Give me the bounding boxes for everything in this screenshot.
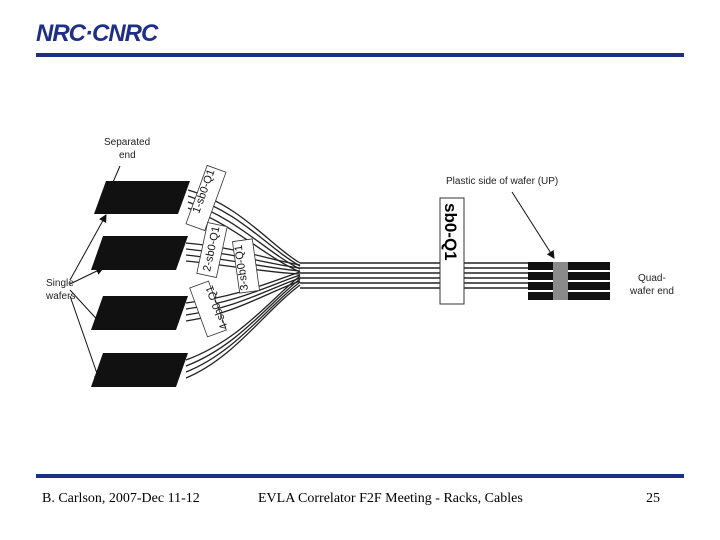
- wafer-tag-1: 1-sb0-Q1: [185, 164, 227, 232]
- wafer-tag-2: 2-sb0-Q1: [196, 222, 228, 278]
- cable-label-sleeve: [439, 197, 465, 305]
- annotation-arrows: [69, 165, 555, 383]
- quad-wafer-connector: [528, 262, 610, 300]
- quad-wafer-label-1: Quad-: [638, 273, 666, 284]
- single-wafers-label-1: Single: [46, 278, 74, 289]
- cable-label-text: sb0-Q1: [441, 203, 460, 261]
- quad-wafer-label-2: wafer end: [629, 286, 674, 297]
- wafer-tag-4: 4-sb0-Q1: [189, 280, 231, 338]
- separated-end-label-2: end: [119, 150, 136, 161]
- nrc-cnrc-logo: NRC·CNRC: [36, 20, 158, 47]
- single-wafers-label-2: wafers: [45, 291, 75, 302]
- wafer-block-4: [91, 353, 188, 387]
- footer-rule: [36, 474, 684, 478]
- wafer-block-1: [94, 181, 190, 214]
- wafer-tag-3: 3-sb0-Q1: [232, 238, 260, 294]
- cable-diagram: sb0-Q1 1-sb0-Q1 2-sb0-Q1 3-sb0-Q1 4-sb0-…: [45, 137, 674, 387]
- wafer-block-2: [91, 236, 188, 270]
- wafer-block-3: [91, 296, 188, 330]
- ribbon-trunk: [300, 262, 528, 289]
- footer-title: EVLA Correlator F2F Meeting - Racks, Cab…: [258, 491, 523, 506]
- plastic-side-label: Plastic side of wafer (UP): [446, 176, 558, 187]
- page-number: 25: [646, 491, 660, 506]
- footer-author: B. Carlson, 2007-Dec 11-12: [42, 491, 200, 506]
- header-rule: [36, 53, 684, 57]
- separated-end-label-1: Separated: [104, 137, 150, 148]
